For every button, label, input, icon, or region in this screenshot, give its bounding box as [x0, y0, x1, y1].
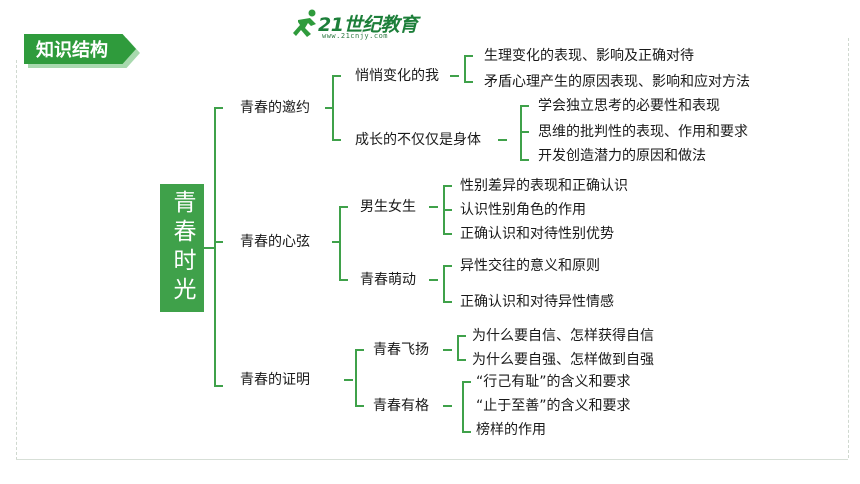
- leaf-item: 矛盾心理产生的原因表现、影响和应对方法: [484, 74, 750, 90]
- leaf-item: 生理变化的表现、影响及正确对待: [484, 48, 694, 64]
- leaf-item: 正确认识和对待性别优势: [460, 226, 614, 242]
- root-node: 青春时光: [160, 184, 204, 312]
- sub-node-1-2: 成长的不仅仅是身体: [355, 132, 481, 148]
- brand-logo: 21世纪教育 www.21cnjy.com: [292, 8, 422, 42]
- leaf-item: 思维的批判性的表现、作用和要求: [538, 124, 748, 140]
- root-node-label: 青春时光: [169, 190, 195, 306]
- leaf-item: 认识性别角色的作用: [460, 202, 586, 218]
- header-tag-label: 知识结构: [36, 40, 108, 61]
- logo-brand: 21世纪教育: [318, 14, 418, 36]
- sub-node-1-1: 悄悄变化的我: [355, 68, 439, 84]
- leaf-item: 榜样的作用: [476, 422, 546, 438]
- leaf-item: 开发创造潜力的原因和做法: [538, 148, 706, 164]
- leaf-item: 为什么要自信、怎样获得自信: [472, 328, 654, 344]
- branch-node-3: 青春的证明: [240, 372, 310, 388]
- branch-node-1: 青春的邀约: [240, 100, 310, 116]
- sub-node-3-2: 青春有格: [373, 398, 429, 414]
- leaf-item: 正确认识和对待异性情感: [460, 294, 614, 310]
- frame-right-border: [848, 38, 849, 458]
- leaf-item: 性别差异的表现和正确认识: [460, 178, 628, 194]
- runner-icon: [293, 9, 316, 37]
- header-tag: 知识结构: [24, 34, 136, 64]
- leaf-item: 异性交往的意义和原则: [460, 258, 600, 274]
- frame-left-border: [16, 60, 17, 460]
- leaf-item: 学会独立思考的必要性和表现: [538, 98, 720, 114]
- leaf-item: “止于至善”的含义和要求: [476, 398, 631, 414]
- branch-node-2: 青春的心弦: [240, 234, 310, 250]
- logo-url: www.21cnjy.com: [322, 32, 389, 40]
- leaf-item: 为什么要自强、怎样做到自强: [472, 352, 654, 368]
- sub-node-2-2: 青春萌动: [360, 272, 416, 288]
- leaf-item: “行己有耻”的含义和要求: [476, 374, 631, 390]
- frame-bottom-border: [16, 459, 848, 460]
- sub-node-2-1: 男生女生: [360, 199, 416, 215]
- sub-node-3-1: 青春飞扬: [373, 342, 429, 358]
